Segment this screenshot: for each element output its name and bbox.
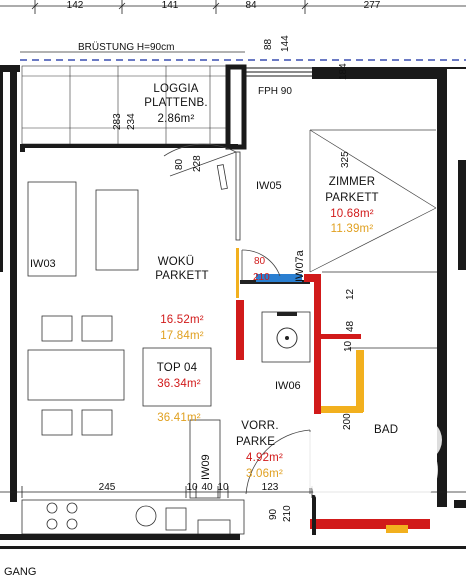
iw03-label: IW03 <box>30 258 56 270</box>
dim-88: 88 <box>263 38 274 50</box>
dim-bottom-10b: 10 <box>217 482 229 493</box>
dim-325: 325 <box>340 151 351 168</box>
fph-label: FPH 90 <box>258 86 292 97</box>
dim-210-bottom: 210 <box>282 505 293 522</box>
shaft <box>261 311 311 363</box>
column <box>225 64 247 150</box>
loggia-name: LOGGIA <box>153 83 199 95</box>
dim-top-1: 142 <box>66 0 84 11</box>
dim-12: 12 <box>345 288 356 300</box>
iw06-label: IW06 <box>275 380 301 392</box>
iw07a-label: IW07a <box>294 250 306 282</box>
door-210-height: 210 <box>253 272 270 283</box>
dim-200: 200 <box>342 413 353 430</box>
dim-bottom-123: 123 <box>261 482 279 493</box>
vorr-area-red: 4.92m² <box>246 452 283 464</box>
furniture <box>27 181 221 499</box>
gang-label: GANG <box>4 566 37 578</box>
dim-bottom-10a: 10 <box>186 482 198 493</box>
zimmer-walls <box>312 67 466 507</box>
top-area-orange: 36.41m² <box>157 412 201 424</box>
vorr-area-orange: 3.06m² <box>246 468 283 480</box>
zimmer-name: ZIMMER <box>328 176 376 188</box>
dim-top-4: 277 <box>363 0 381 11</box>
dim-top-3: 84 <box>245 0 257 11</box>
zimmer-material: PARKETT <box>325 192 379 204</box>
woku-name: WOKÜ <box>157 256 195 268</box>
loggia-area: 2.86m² <box>157 113 195 125</box>
iw05-label: IW05 <box>256 180 282 192</box>
door-80-width: 80 <box>174 158 185 170</box>
vorr-name: VORR. <box>241 420 279 432</box>
zimmer-area-orange: 11.39m² <box>330 223 374 235</box>
dim-bottom-245: 245 <box>98 482 116 493</box>
dim-90: 90 <box>268 508 279 520</box>
dim-48: 48 <box>345 320 356 332</box>
zimmer-hatch <box>309 129 437 273</box>
top-dimension-line <box>0 0 466 14</box>
top-name: TOP 04 <box>156 362 198 374</box>
iw09-label: IW09 <box>200 454 212 480</box>
window-fph <box>246 67 312 77</box>
zimmer-area-red: 10.68m² <box>330 208 374 220</box>
vorr-material: PARKE <box>236 436 276 448</box>
dim-bottom-40: 40 <box>201 482 213 493</box>
dim-184: 184 <box>338 63 349 80</box>
dim-10: 10 <box>343 340 354 352</box>
woku-area-red: 16.52m² <box>160 314 204 326</box>
woku-area-orange: 17.84m² <box>160 330 204 342</box>
interior-walls <box>235 151 437 414</box>
door-228-height: 228 <box>192 155 203 172</box>
watermark <box>282 418 442 514</box>
door-80-b-width: 80 <box>254 256 266 267</box>
kitchen <box>21 499 245 535</box>
dim-top-2: 141 <box>161 0 179 11</box>
loggia-material: PLATTENB. <box>144 97 208 109</box>
left-walls <box>0 65 25 502</box>
bad-label: BAD <box>374 424 399 436</box>
dim-283: 283 <box>112 113 123 130</box>
top-area-red: 36.34m² <box>157 378 201 390</box>
dim-144: 144 <box>280 35 291 52</box>
brustung-label: BRÜSTUNG H=90cm <box>78 42 175 53</box>
woku-material: PARKETT <box>155 270 209 282</box>
iw05-wall <box>216 164 228 190</box>
dim-234: 234 <box>126 113 137 130</box>
bottom-walls <box>0 495 466 549</box>
